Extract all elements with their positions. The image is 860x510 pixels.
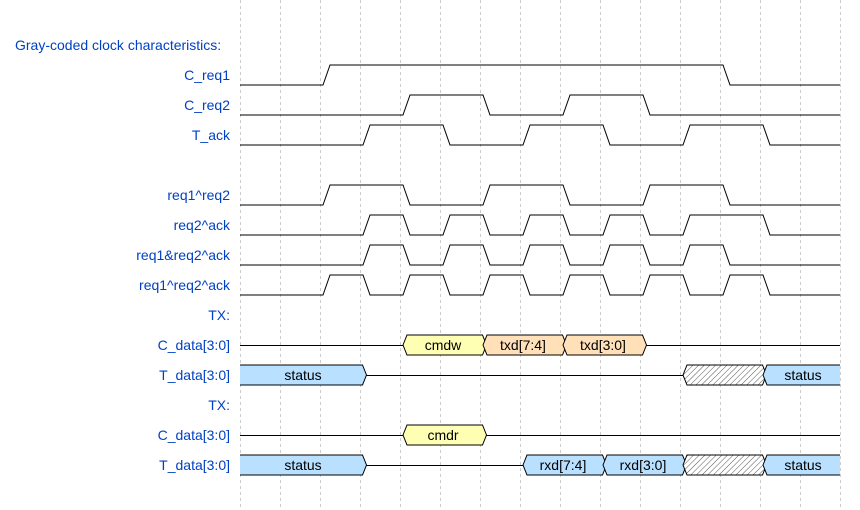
signal-row xyxy=(240,244,840,266)
signal-label: TX: xyxy=(208,397,230,413)
data-value-label: cmdw xyxy=(425,337,462,353)
undefined-data-block xyxy=(683,365,767,385)
bit-wave xyxy=(240,184,840,206)
data-block xyxy=(403,335,487,355)
bit-wave xyxy=(240,274,840,296)
undefined-data-block xyxy=(683,455,767,475)
data-block xyxy=(240,365,367,385)
data-block-outline xyxy=(762,364,840,386)
signal-label: T_ack xyxy=(192,127,231,143)
signal-label: C_data[3:0] xyxy=(158,337,230,353)
grid xyxy=(240,0,841,510)
signal-row: status status xyxy=(240,364,840,386)
signal-label: req1^req2^ack xyxy=(139,277,231,293)
signal-row: status rxd[7:4] rxd[3:0] status xyxy=(240,454,840,476)
signal-waves: cmdw txd[7:4] txd[3:0] status status cmdr stat… xyxy=(240,64,840,476)
signal-label: C_req2 xyxy=(184,97,230,113)
data-block xyxy=(763,365,840,385)
signal-label: T_data[3:0] xyxy=(159,367,230,383)
data-block xyxy=(240,455,367,475)
signal-label: TX: xyxy=(208,307,230,323)
signal-label: C_data[3:0] xyxy=(158,427,230,443)
signal-row xyxy=(240,124,840,146)
data-block xyxy=(483,335,567,355)
signal-label: C_req1 xyxy=(184,67,230,83)
data-block xyxy=(603,455,687,475)
data-value-label: txd[7:4] xyxy=(500,337,546,353)
signal-row xyxy=(240,184,840,206)
data-block xyxy=(523,455,607,475)
bit-wave xyxy=(240,124,840,146)
data-value-label: rxd[7:4] xyxy=(540,457,587,473)
signal-label: req1^req2 xyxy=(167,187,230,203)
data-value-label: status xyxy=(784,457,821,473)
signal-label: req1&req2^ack xyxy=(136,247,231,263)
signal-row: cmdw txd[7:4] txd[3:0] xyxy=(240,334,840,356)
data-value-label: status xyxy=(284,457,321,473)
diagram-title: Gray-coded clock characteristics: xyxy=(15,37,221,53)
data-value-label: txd[3:0] xyxy=(580,337,626,353)
data-block xyxy=(563,335,647,355)
data-value-label: rxd[3:0] xyxy=(620,457,667,473)
data-value-label: cmdr xyxy=(427,427,458,443)
data-block xyxy=(403,425,487,445)
signal-row: cmdr xyxy=(240,424,840,446)
data-block xyxy=(763,455,840,475)
signal-row xyxy=(240,274,840,296)
bit-wave xyxy=(240,244,840,266)
bit-wave xyxy=(240,214,840,236)
signal-row xyxy=(240,214,840,236)
bit-wave xyxy=(240,64,840,86)
data-value-label: status xyxy=(284,367,321,383)
data-block-outline xyxy=(762,454,840,476)
data-value-label: status xyxy=(784,367,821,383)
signal-label: T_data[3:0] xyxy=(159,457,230,473)
bit-wave xyxy=(240,94,840,116)
signal-label: req2^ack xyxy=(174,217,231,233)
signal-row xyxy=(240,94,840,116)
signal-row xyxy=(240,64,840,86)
